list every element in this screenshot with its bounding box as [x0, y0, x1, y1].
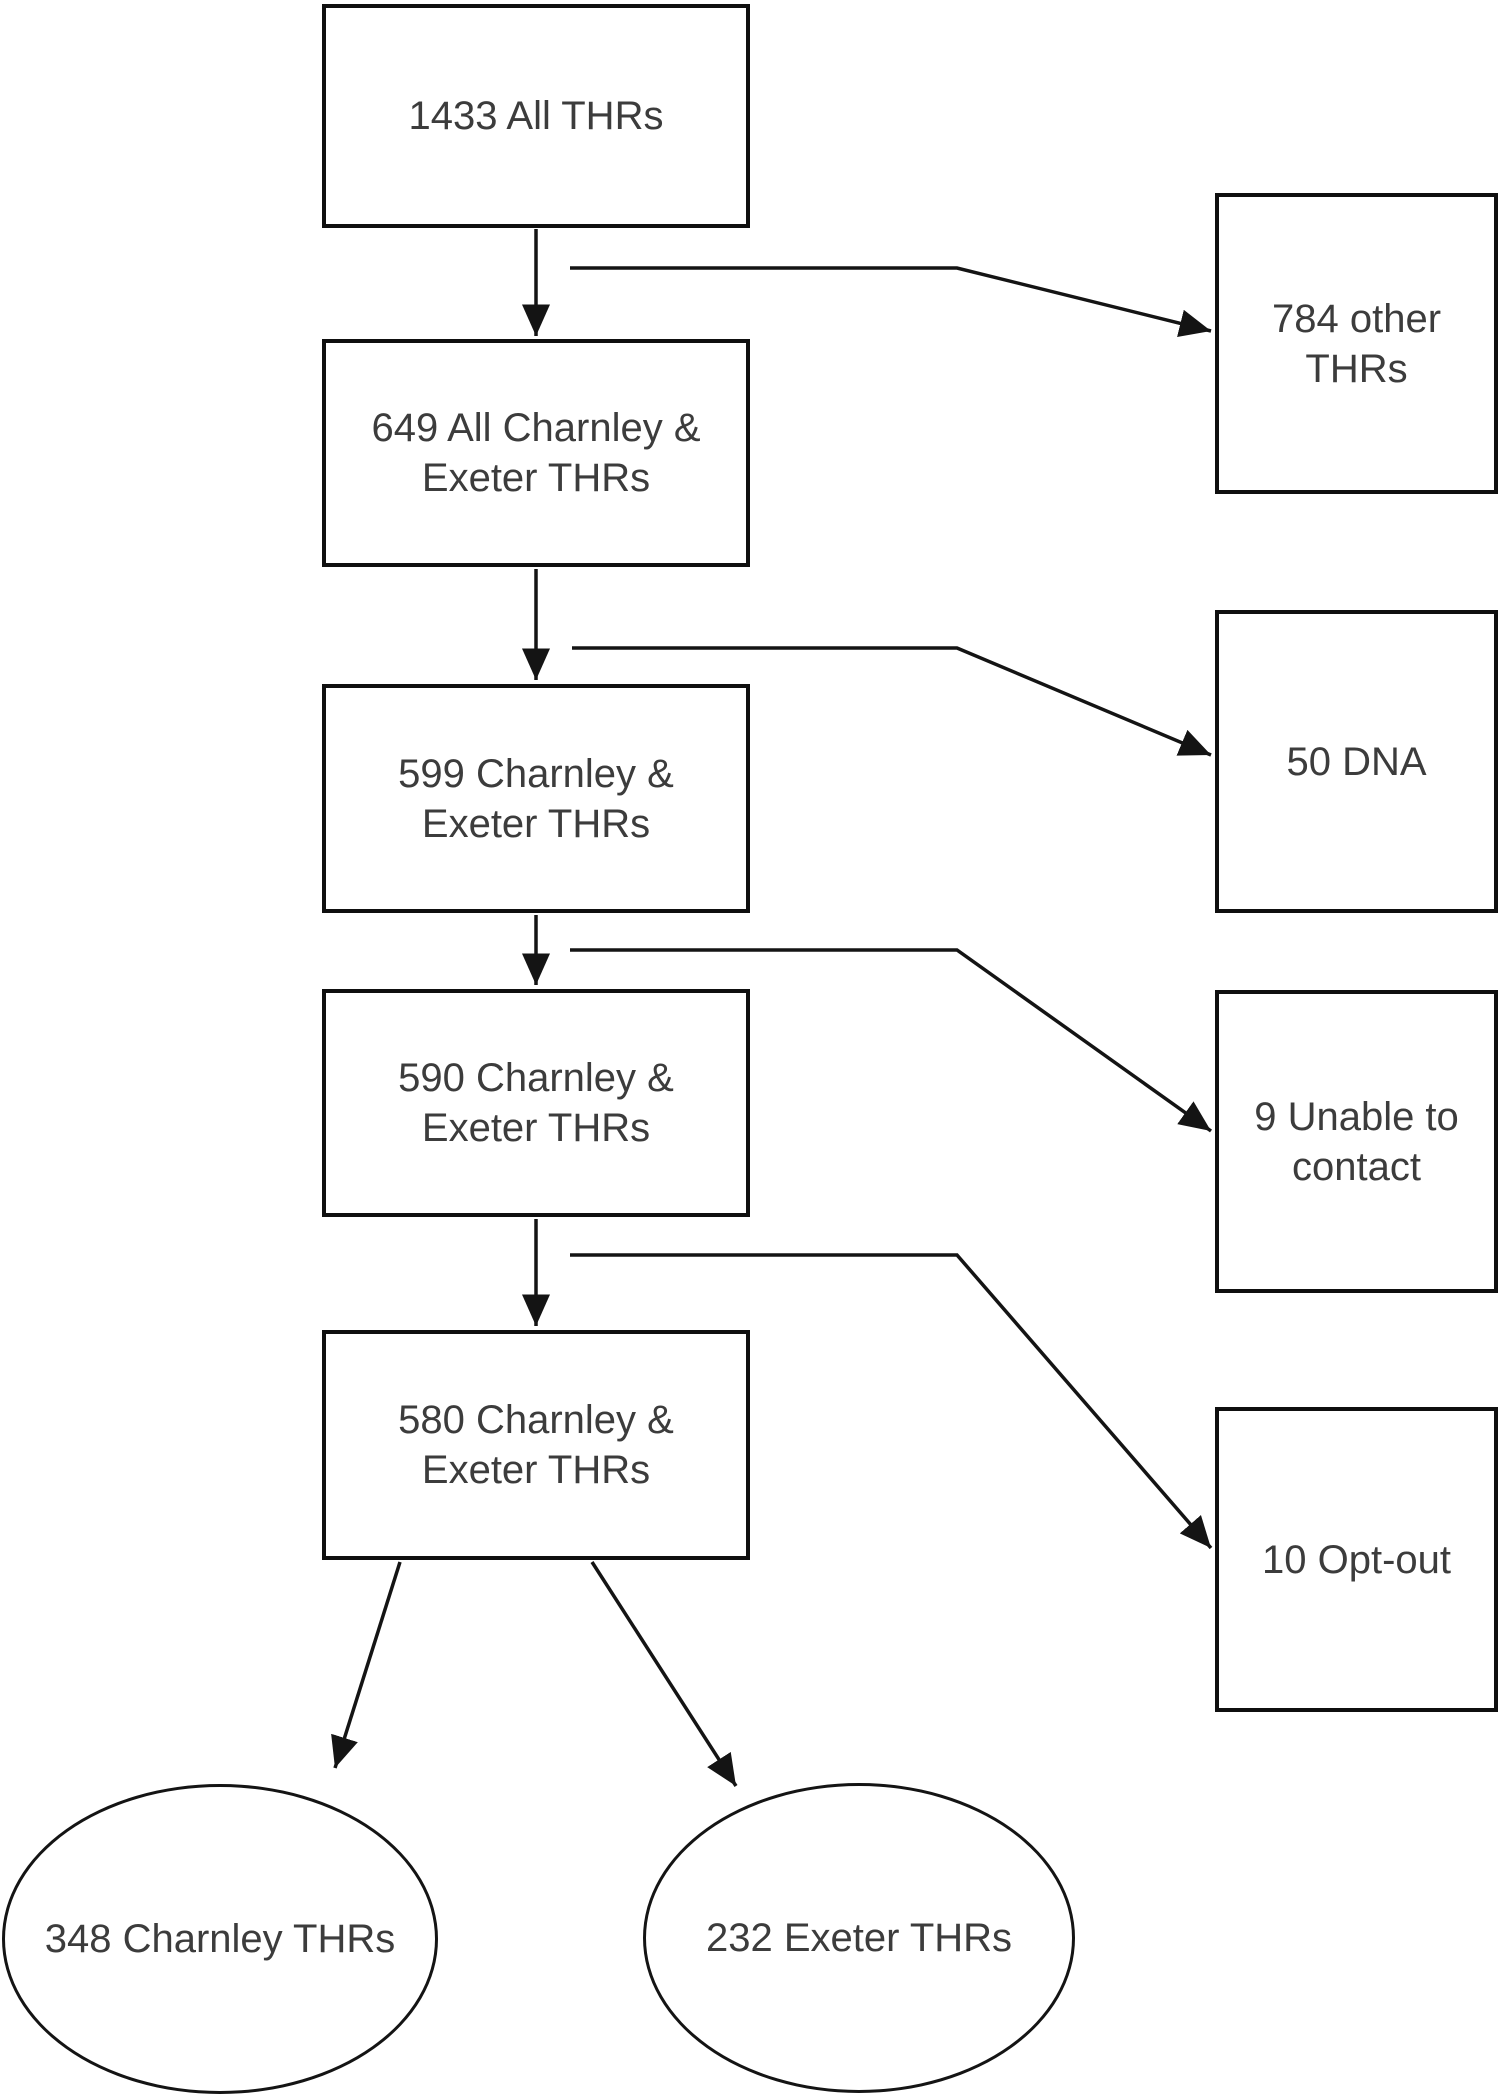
node-unable-to-contact: 9 Unable to contact [1215, 990, 1498, 1293]
node-unable-to-contact-label: 9 Unable to contact [1254, 1094, 1459, 1189]
arrow-to-dna [572, 646, 1212, 757]
node-charnley-exeter-580: 580 Charnley & Exeter THRs [322, 1330, 750, 1560]
arrow-to-opt-out [570, 1253, 1213, 1550]
node-charnley-thrs-label: 348 Charnley THRs [44, 1917, 396, 1961]
node-charnley-thrs: 348 Charnley THRs [2, 1784, 438, 2094]
node-charnley-exeter-590: 590 Charnley & Exeter THRs [322, 989, 750, 1217]
node-charnley-exeter-599-label: 599 Charnley & Exeter THRs [398, 751, 674, 846]
node-opt-out: 10 Opt-out [1215, 1407, 1498, 1712]
arrow-to-other-thrs [570, 266, 1212, 338]
node-all-thrs-label: 1433 All THRs [408, 94, 664, 138]
node-dna-label: 50 DNA [1286, 739, 1427, 784]
node-charnley-exeter-580-label: 580 Charnley & Exeter THRs [398, 1398, 674, 1492]
node-all-charnley-exeter: 649 All Charnley & Exeter THRs [322, 339, 750, 567]
node-opt-out-label: 10 Opt-out [1261, 1537, 1451, 1582]
arrow-580-to-charnley-ellipse [331, 1561, 402, 1769]
node-exeter-thrs: 232 Exeter THRs [643, 1783, 1075, 2093]
node-all-charnley-exeter-label: 649 All Charnley & Exeter THRs [371, 406, 701, 500]
arrow-580-to-exeter-ellipse [590, 1561, 738, 1787]
node-all-thrs: 1433 All THRs [322, 4, 750, 228]
arrow-to-unable-to-contact [570, 948, 1213, 1133]
node-other-thrs: 784 other THRs [1215, 193, 1498, 494]
node-dna: 50 DNA [1215, 610, 1498, 913]
node-other-thrs-label: 784 other THRs [1271, 296, 1442, 391]
node-charnley-exeter-590-label: 590 Charnley & Exeter THRs [398, 1056, 674, 1150]
node-charnley-exeter-599: 599 Charnley & Exeter THRs [322, 684, 750, 913]
node-exeter-thrs-label: 232 Exeter THRs [705, 1916, 1013, 1960]
